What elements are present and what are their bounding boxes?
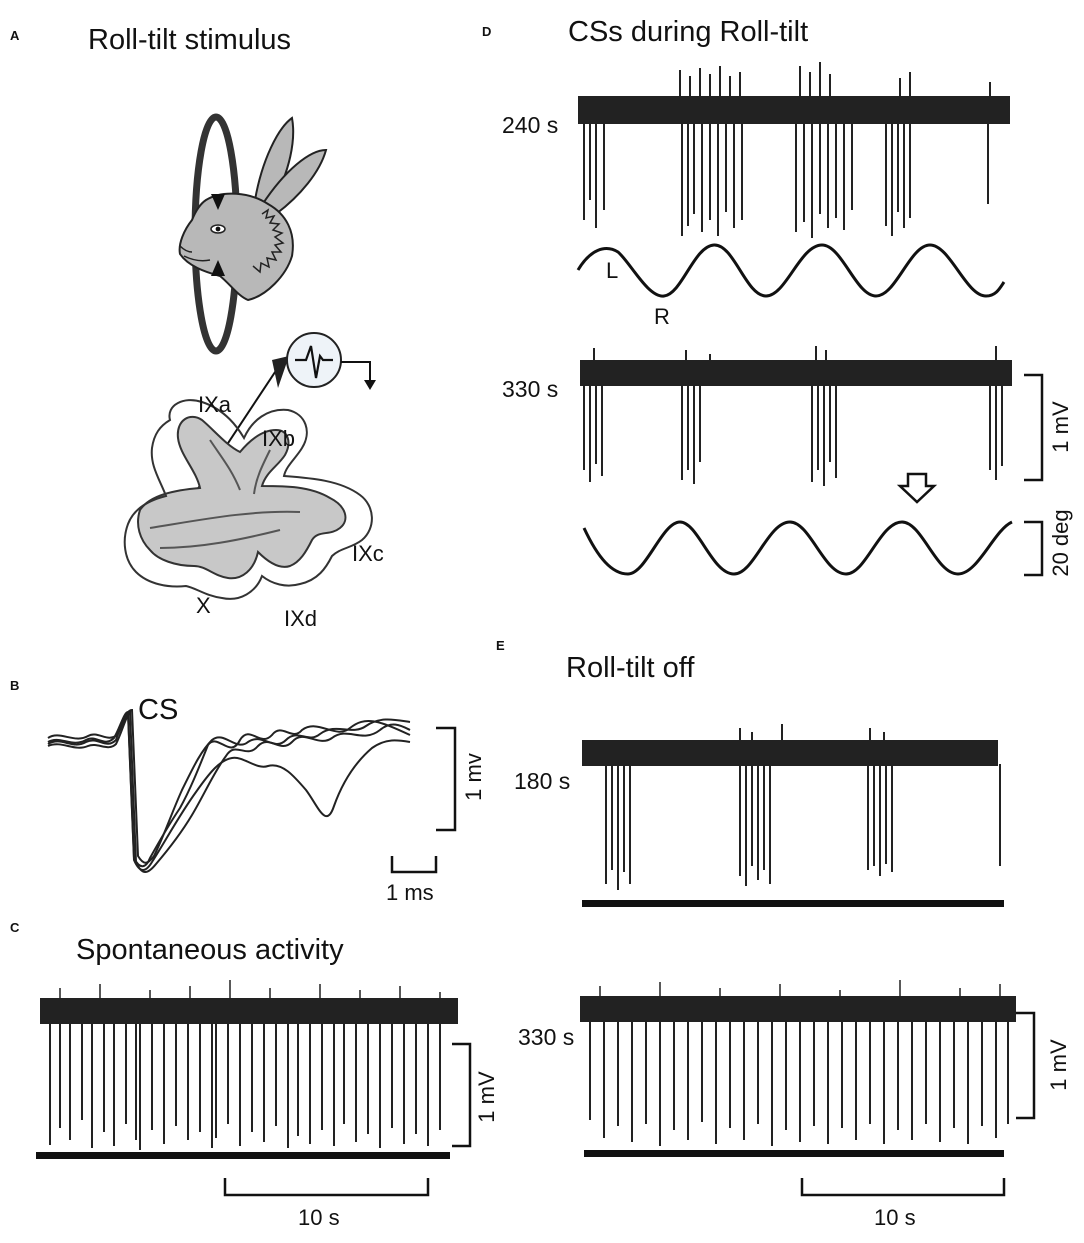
roll-tilt-sine-1: [576, 243, 1006, 298]
trace-e2-spikes: [589, 1020, 1009, 1146]
scale-b-voltage-label: 1 mv: [461, 753, 486, 801]
scale-c-voltage-label: 1 mV: [474, 1071, 499, 1123]
rabbit-head-icon: [178, 116, 328, 302]
scale-e-voltage-label: 1 mV: [1046, 1039, 1071, 1091]
cs-waveforms: [47, 708, 411, 873]
stimulus-bar-c: [36, 1152, 450, 1159]
trace-d2-band: [580, 360, 1012, 386]
panel-e-title: Roll-tilt off: [566, 652, 695, 684]
region-ixa-label: IXa: [198, 392, 232, 417]
panel-a-title: Roll-tilt stimulus: [88, 24, 292, 56]
trace-c-noise: [59, 980, 441, 998]
scale-bar-e-voltage: [1016, 1011, 1036, 1120]
region-ixd-label: IXd: [284, 606, 318, 631]
panel-letter-c: C: [10, 920, 20, 935]
trace-d1-band: [578, 96, 1010, 124]
trace-c-band: [40, 998, 458, 1024]
trace-c-spikes: [49, 1020, 441, 1150]
roll-tilt-sine-2: [582, 520, 1013, 576]
stimulus-bar-e2: [584, 1150, 1004, 1157]
trace-e2-band: [580, 996, 1016, 1022]
scale-d-voltage-label: 1 mV: [1048, 401, 1073, 453]
trace-e2-noise: [599, 980, 1001, 996]
trace-e1-bursts: [739, 724, 885, 740]
spike-icon: [286, 332, 342, 388]
trace-d2-bursts: [593, 346, 997, 360]
trace-d2-spikes: [583, 384, 1003, 486]
roll-arrows: [211, 194, 225, 276]
scale-bar-c-voltage: [452, 1042, 472, 1148]
trace-d1-bursts: [679, 62, 991, 96]
left-tilt-label: L: [606, 258, 619, 283]
scale-b-time-label: 1 ms: [386, 880, 434, 905]
trace-d1-time-label: 240 s: [502, 112, 559, 138]
trace-d2-time-label: 330 s: [502, 376, 559, 402]
ground-arrow-icon: [341, 361, 376, 390]
scale-bar-e-time: [800, 1178, 1006, 1197]
cs-label: CS: [138, 694, 179, 726]
scale-e-time-label: 10 s: [874, 1205, 916, 1230]
panel-letter-e: E: [496, 638, 505, 653]
cerebellum-lobules: [123, 399, 373, 600]
trace-e1-time-label: 180 s: [514, 768, 571, 794]
trace-e2-time-label: 330 s: [518, 1024, 575, 1050]
scale-c-time-label: 10 s: [298, 1205, 340, 1230]
stimulus-bar-e1: [582, 900, 1004, 907]
right-tilt-label: R: [654, 304, 670, 329]
region-x-label: X: [196, 593, 211, 618]
trace-e1-spikes: [605, 764, 1001, 890]
region-ixb-label: IXb: [262, 426, 296, 451]
down-arrow-icon: [896, 472, 938, 504]
scale-bar-b-voltage: [436, 726, 457, 832]
panel-d-title: CSs during Roll-tilt: [568, 16, 809, 48]
scale-bar-d-voltage: [1024, 373, 1044, 482]
trace-e1-band: [582, 740, 998, 766]
scale-bar-b-time: [390, 856, 438, 874]
scale-d-degree-label: 20 deg: [1048, 509, 1073, 577]
panel-letter-b: B: [10, 678, 20, 693]
scale-bar-c-time: [223, 1178, 430, 1197]
panel-c-title: Spontaneous activity: [76, 934, 344, 966]
region-ixc-label: IXc: [352, 541, 384, 566]
panel-letter-a: A: [10, 28, 20, 43]
scale-bar-d-degrees: [1024, 520, 1044, 577]
panel-letter-d: D: [482, 24, 492, 39]
trace-d1-spikes: [583, 120, 989, 238]
